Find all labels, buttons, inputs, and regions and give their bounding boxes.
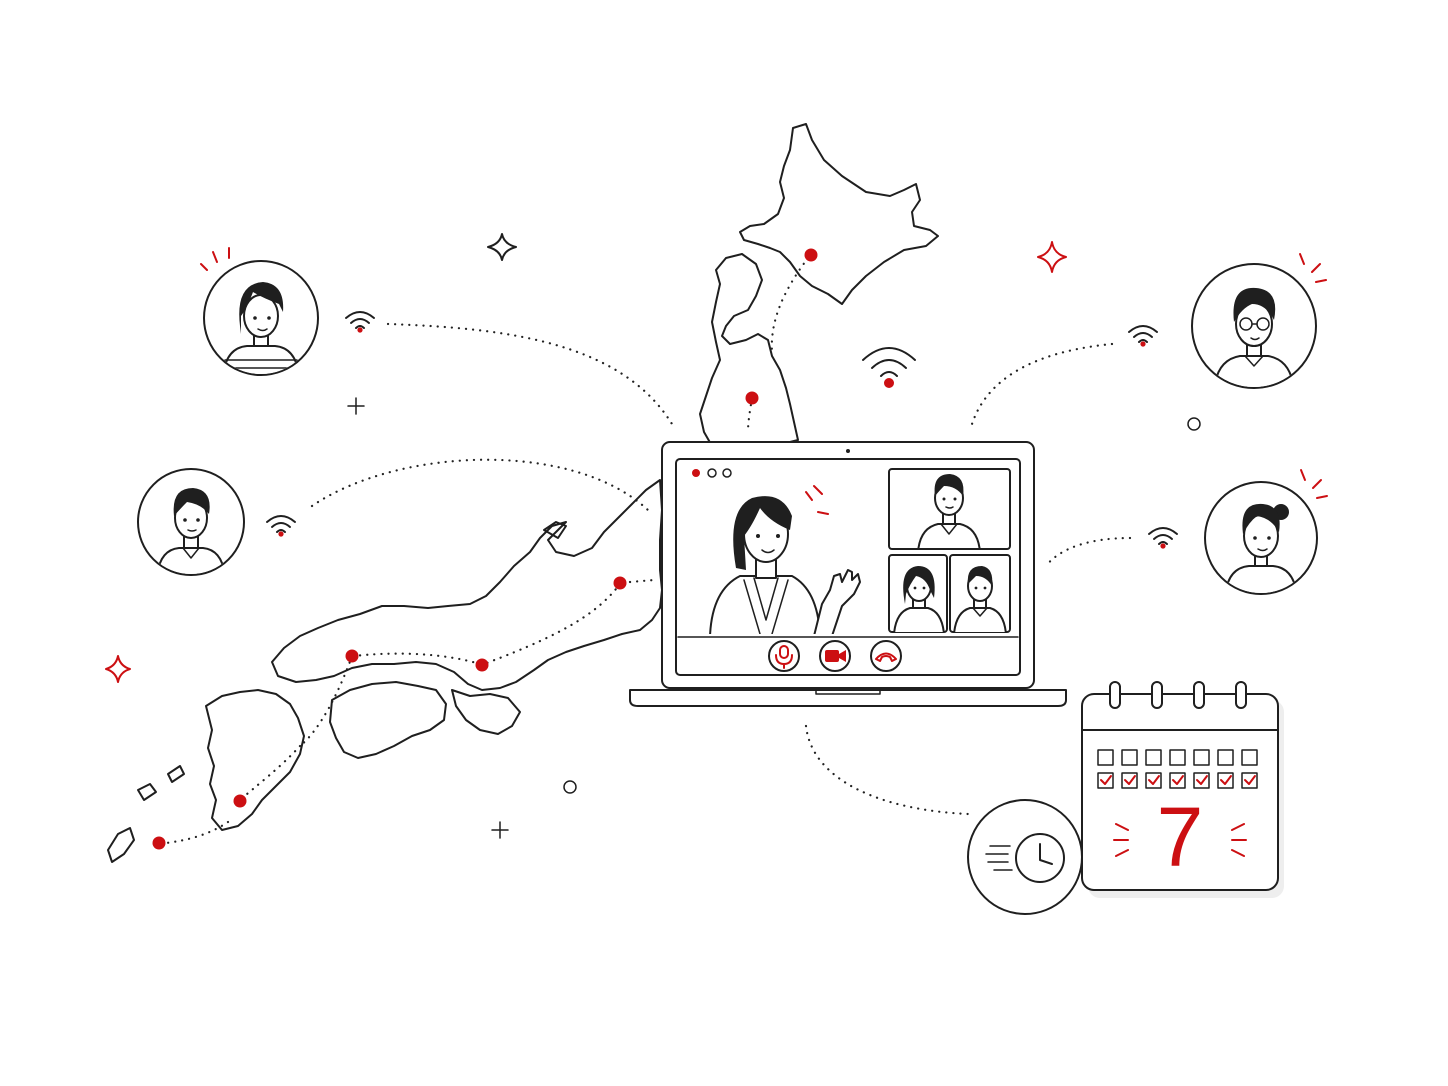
map-kyushu bbox=[205, 689, 305, 831]
map-hokkaido bbox=[739, 123, 939, 305]
map-tohoku bbox=[699, 253, 799, 449]
calendar-empty-days bbox=[1097, 749, 1258, 766]
calendar-ring bbox=[1109, 681, 1121, 709]
location-pin bbox=[613, 576, 627, 590]
line-person4 bbox=[1044, 536, 1132, 568]
line-person3 bbox=[970, 342, 1114, 426]
connection-lines bbox=[164, 256, 1132, 845]
wifi-icon bbox=[1128, 325, 1158, 347]
map-honshu bbox=[271, 479, 663, 691]
microphone-icon bbox=[775, 645, 793, 669]
window-dot bbox=[707, 468, 717, 478]
window-dot bbox=[722, 468, 732, 478]
sparkle-icon bbox=[105, 655, 131, 683]
avatar bbox=[137, 468, 245, 576]
sparkle-icon bbox=[1037, 241, 1067, 273]
decorations bbox=[105, 233, 1201, 839]
line-person1 bbox=[386, 322, 674, 426]
camera-icon bbox=[825, 650, 846, 662]
calendar-checked-days bbox=[1097, 772, 1258, 789]
speed-lines bbox=[985, 845, 1013, 871]
calendar-ring bbox=[1193, 681, 1205, 709]
avatar bbox=[1204, 469, 1328, 595]
microphone-button[interactable] bbox=[768, 640, 800, 672]
clock-icon bbox=[1015, 833, 1065, 883]
laptop bbox=[629, 441, 1067, 707]
laptop-camera bbox=[846, 449, 850, 453]
location-pin bbox=[745, 391, 759, 405]
wifi-icon bbox=[1148, 527, 1178, 549]
circle-mark bbox=[563, 780, 577, 794]
map-island-sado bbox=[543, 521, 567, 539]
location-pin bbox=[804, 248, 818, 262]
laptop-notch bbox=[815, 689, 881, 695]
calendar-page bbox=[1081, 693, 1279, 891]
calendar-ring bbox=[1235, 681, 1247, 709]
camera-button[interactable] bbox=[819, 640, 851, 672]
line-osaka-pin bbox=[352, 652, 482, 666]
line-tokyo-laptop bbox=[628, 578, 656, 584]
hang-up-icon bbox=[875, 652, 897, 662]
location-pin bbox=[345, 649, 359, 663]
map-island-3 bbox=[107, 827, 135, 863]
calendar-day-number: 7 bbox=[1157, 790, 1204, 884]
calendar-sparkle-lines bbox=[1113, 823, 1247, 857]
video-tile-participant-2 bbox=[893, 566, 945, 632]
video-tile-participant-3 bbox=[953, 566, 1007, 632]
line-tokyo-pin bbox=[482, 582, 622, 666]
plus-icon bbox=[347, 397, 365, 415]
location-pin bbox=[233, 794, 247, 808]
wifi-icon bbox=[266, 515, 296, 537]
video-tile-main-speaker bbox=[709, 496, 861, 634]
line-hokkaido-pin bbox=[770, 256, 810, 354]
clock-badge bbox=[967, 799, 1083, 915]
laptop-base bbox=[629, 689, 1067, 707]
line-kyushu-pin bbox=[238, 744, 302, 802]
map-shikoku bbox=[329, 681, 447, 759]
window-dot bbox=[692, 469, 700, 477]
avatar bbox=[1191, 253, 1327, 389]
plus-icon bbox=[491, 821, 509, 839]
sparkle-icon bbox=[487, 233, 517, 261]
map-location-pins bbox=[152, 248, 894, 850]
wifi-icon bbox=[862, 347, 916, 377]
wifi-signals bbox=[266, 311, 1178, 549]
map-island-1 bbox=[137, 783, 157, 801]
japan-map bbox=[107, 123, 939, 863]
location-pin bbox=[152, 836, 166, 850]
calendar: 7 bbox=[1081, 681, 1284, 898]
calendar-ring bbox=[1151, 681, 1163, 709]
line-calendar bbox=[804, 724, 970, 816]
wifi-icon bbox=[345, 311, 375, 333]
line-hiroshima-pin bbox=[298, 654, 354, 748]
video-tile-participant-1 bbox=[917, 474, 981, 548]
map-kii bbox=[451, 689, 521, 735]
map-island-2 bbox=[167, 765, 185, 783]
speaking-indicator bbox=[805, 485, 829, 515]
location-pin bbox=[475, 658, 489, 672]
avatar bbox=[200, 247, 319, 376]
line-person2 bbox=[310, 458, 654, 516]
fast-clock bbox=[967, 799, 1083, 915]
location-pin bbox=[884, 378, 894, 388]
circle-mark bbox=[1187, 417, 1201, 431]
hang-up-button[interactable] bbox=[870, 640, 902, 672]
